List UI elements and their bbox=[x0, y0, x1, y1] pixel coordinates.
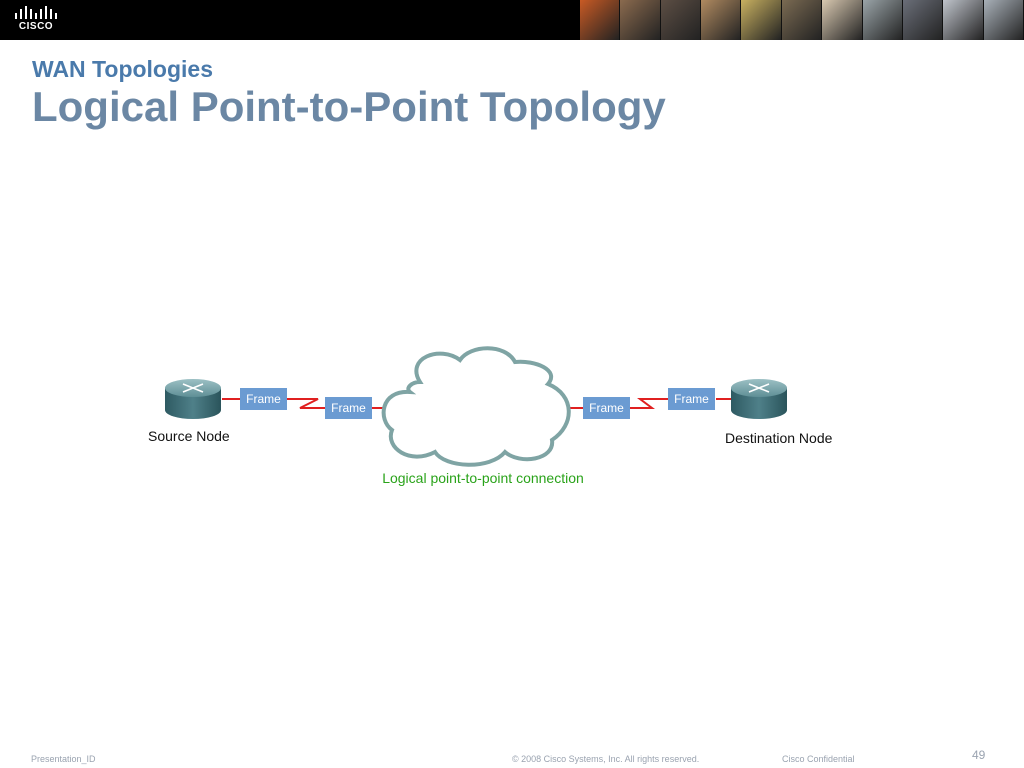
frame-label: Frame bbox=[246, 392, 281, 406]
frame-label: Frame bbox=[674, 392, 709, 406]
header-photo bbox=[620, 0, 661, 40]
frame-box: Frame bbox=[325, 397, 372, 419]
cisco-logo: CISCO bbox=[12, 6, 60, 34]
cisco-bars-icon bbox=[15, 6, 57, 19]
destination-router-icon bbox=[731, 379, 787, 419]
source-router-icon bbox=[165, 379, 221, 419]
frame-box: Frame bbox=[668, 388, 715, 410]
header-photo bbox=[902, 0, 944, 40]
frame-label: Frame bbox=[589, 401, 624, 415]
frame-label: Frame bbox=[331, 401, 366, 415]
frame-box: Frame bbox=[240, 388, 287, 410]
header-photo bbox=[580, 0, 621, 40]
copyright-notice: © 2008 Cisco Systems, Inc. All rights re… bbox=[512, 754, 700, 764]
photo-strip bbox=[580, 0, 1024, 40]
header-photo bbox=[741, 0, 782, 40]
connection-label: Logical point-to-point connection bbox=[382, 470, 584, 486]
wan-cloud bbox=[381, 346, 571, 467]
header-photo bbox=[983, 0, 1024, 40]
frame-box: Frame bbox=[583, 397, 630, 419]
header-photo bbox=[822, 0, 863, 40]
serial-link-zigzag bbox=[630, 398, 668, 409]
destination-node-label: Destination Node bbox=[725, 430, 833, 446]
header-bar: CISCO bbox=[0, 0, 1024, 40]
source-node-label: Source Node bbox=[148, 428, 230, 444]
serial-link-zigzag bbox=[287, 398, 325, 409]
header-photo bbox=[781, 0, 823, 40]
header-photo bbox=[660, 0, 702, 40]
slide-title: Logical Point-to-Point Topology bbox=[32, 83, 666, 130]
header-photo bbox=[943, 0, 984, 40]
header-photo bbox=[862, 0, 903, 40]
logo-text: CISCO bbox=[18, 21, 54, 32]
presentation-id: Presentation_ID bbox=[31, 754, 96, 764]
confidential-label: Cisco Confidential bbox=[782, 754, 855, 764]
page-number: 49 bbox=[972, 748, 986, 762]
slide-subtitle: WAN Topologies bbox=[32, 56, 214, 82]
header-photo bbox=[701, 0, 742, 40]
